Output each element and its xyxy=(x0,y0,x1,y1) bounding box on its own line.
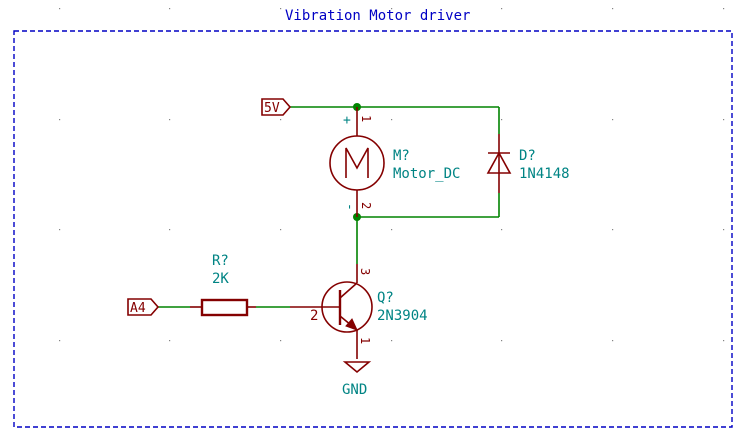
transistor-reference: Q? xyxy=(377,290,394,306)
grid-dot xyxy=(391,229,393,231)
wires xyxy=(158,106,500,308)
ground-symbol[interactable]: GND xyxy=(342,361,372,398)
grid-dot xyxy=(169,340,171,342)
grid-dot xyxy=(501,119,503,121)
grid-dot xyxy=(391,340,393,342)
label-a4-text: A4 xyxy=(130,301,146,316)
grid-dot xyxy=(280,8,282,10)
grid-dot xyxy=(612,340,614,342)
transistor-pin-base: 2 xyxy=(310,308,318,324)
grid-dot xyxy=(169,229,171,231)
motor-reference: M? xyxy=(393,148,410,164)
grid-dot xyxy=(723,229,725,231)
motor-symbol[interactable]: + 1 - 2 M? Motor_DC xyxy=(329,107,460,217)
grid-dot xyxy=(280,229,282,231)
resistor-symbol[interactable]: R? 2K xyxy=(190,253,256,317)
grid-dot xyxy=(612,119,614,121)
transistor-value: 2N3904 xyxy=(377,308,428,324)
motor-value: Motor_DC xyxy=(393,166,460,182)
motor-pin2-number: 2 xyxy=(359,202,373,209)
motor-minus-sign: - xyxy=(342,203,357,211)
diode-reference: D? xyxy=(519,148,536,164)
motor-plus-sign: + xyxy=(343,113,351,128)
diode-symbol[interactable]: D? 1N4148 xyxy=(486,134,570,193)
grid-dot xyxy=(391,8,393,10)
grid-dot xyxy=(391,119,393,121)
grid-dot xyxy=(501,229,503,231)
grid-dot xyxy=(280,340,282,342)
grid-dot xyxy=(59,119,61,121)
resistor-reference: R? xyxy=(212,253,229,269)
grid-dot xyxy=(501,340,503,342)
transistor-pin-collector: 3 xyxy=(358,268,372,275)
label-a4[interactable]: A4 xyxy=(127,298,160,316)
ground-label: GND xyxy=(342,382,367,398)
label-5v[interactable]: 5V xyxy=(261,98,292,116)
grid-dot xyxy=(723,119,725,121)
grid-dot xyxy=(169,8,171,10)
grid-dots xyxy=(59,8,725,342)
sheet-frame xyxy=(13,30,733,428)
grid-dot xyxy=(280,119,282,121)
transistor-symbol[interactable]: 2 3 1 Q? 2N3904 xyxy=(290,264,428,359)
transistor-pin-emitter: 1 xyxy=(358,337,372,344)
label-5v-text: 5V xyxy=(264,101,280,116)
grid-dot xyxy=(169,119,171,121)
grid-dot xyxy=(612,8,614,10)
grid-dot xyxy=(612,229,614,231)
motor-pin1-number: 1 xyxy=(359,115,373,122)
grid-dot xyxy=(59,8,61,10)
grid-dot xyxy=(723,8,725,10)
resistor-value: 2K xyxy=(212,271,229,287)
grid-dot xyxy=(723,340,725,342)
grid-dot xyxy=(501,8,503,10)
sheet-title: Vibration Motor driver xyxy=(285,8,470,24)
grid-dot xyxy=(59,340,61,342)
diode-value: 1N4148 xyxy=(519,166,570,182)
grid-dot xyxy=(59,229,61,231)
